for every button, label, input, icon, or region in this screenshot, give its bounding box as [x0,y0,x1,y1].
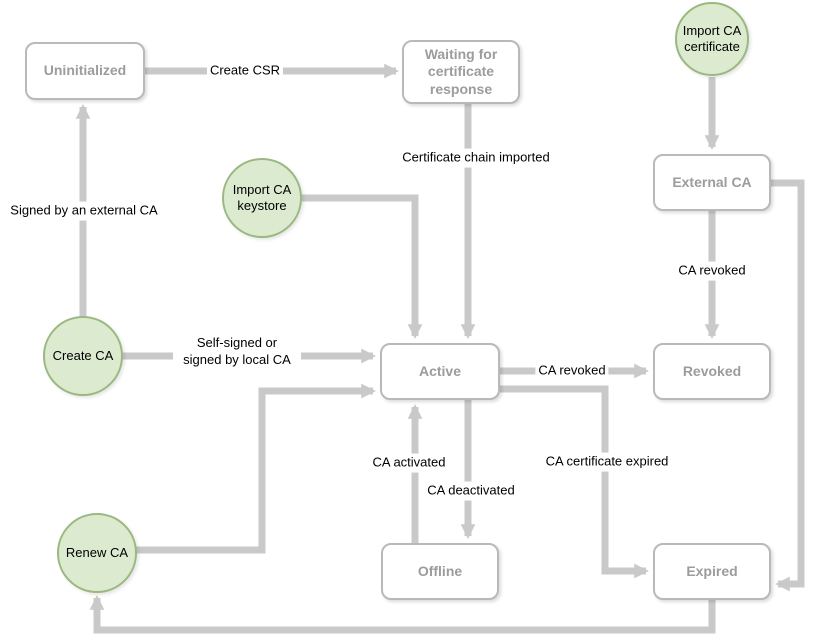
edge-label-ca-revoked-external: CA revoked [675,261,749,281]
state-active: Active [380,343,500,400]
edge-label-ca-revoked-active: CA revoked [535,361,609,381]
state-revoked: Revoked [653,343,771,400]
edge-label-create-csr: Create CSR [206,61,284,81]
edge-import-ca-keystore-to-active [302,194,423,339]
action-import-ca-keystore-label: Import CA keystore [232,181,292,213]
state-offline-label: Offline [417,562,463,579]
state-expired-label: Expired [686,562,738,579]
edge-label-ca-activated: CA activated [369,453,449,473]
state-uninitialized-label: Uninitialized [43,62,127,79]
state-offline: Offline [381,543,499,600]
state-external-ca: External CA [653,154,771,211]
edge-external-ca-to-expired [771,179,805,592]
state-waiting-label: Waiting for certificate response [424,45,498,97]
state-external-ca-label: External CA [672,173,752,190]
state-expired: Expired [653,543,771,600]
edge-renew-ca-to-active [136,383,376,554]
edge-label-certificate-chain-imported: Certificate chain imported [399,148,553,168]
action-import-ca-certificate: Import CA certificate [675,2,749,76]
action-renew-ca-label: Renew CA [65,544,129,560]
action-import-ca-keystore: Import CA keystore [222,158,302,238]
edge-label-ca-certificate-expired: CA certificate expired [542,452,672,472]
edge-expired-to-renew-ca [89,595,716,634]
state-revoked-label: Revoked [682,362,742,379]
edge-active-to-expired [500,385,649,579]
action-renew-ca: Renew CA [57,513,137,593]
edge-label-signed-by-external-ca: Signed by an external CA [7,201,161,221]
action-import-ca-certificate-label: Import CA certificate [682,22,742,54]
action-create-ca: Create CA [43,316,123,396]
state-uninitialized: Uninitialized [25,42,145,100]
edge-label-self-signed-or-local: Self-signed or signed by local CA [173,334,301,370]
edge-label-ca-deactivated: CA deactivated [424,481,518,501]
action-create-ca-label: Create CA [52,347,114,363]
state-waiting-for-certificate-response: Waiting for certificate response [402,40,520,104]
state-active-label: Active [418,362,462,379]
